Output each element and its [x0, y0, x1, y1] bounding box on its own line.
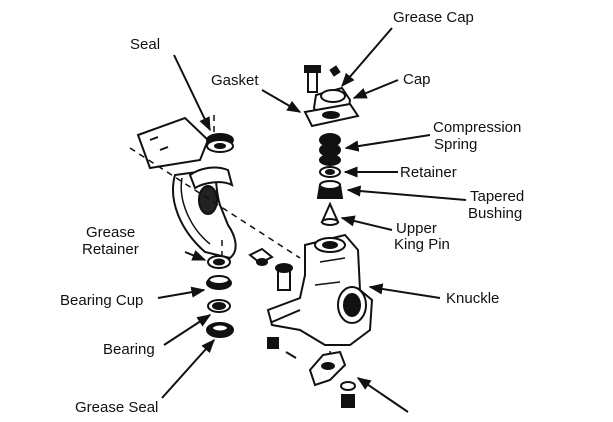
label-gasket: Gasket	[211, 72, 259, 89]
leader-arrows	[157, 27, 467, 413]
label-bearing: Bearing	[103, 341, 155, 358]
arrow-grease-cap	[341, 27, 393, 88]
arrow-bearing-cup	[157, 286, 206, 299]
knuckle-part	[266, 233, 374, 346]
arrow-gasket	[261, 89, 302, 113]
label-tapered-bushing-line2: Bushing	[468, 205, 523, 222]
label-seal: Seal	[130, 36, 161, 53]
upper-cap-stack	[303, 65, 360, 128]
arrow-compression-spring	[344, 134, 431, 152]
seal-part	[206, 133, 234, 153]
label-tapered-bushing-line1: Tapered	[470, 188, 525, 205]
label-upper-king-pin-line2: King Pin	[394, 236, 450, 253]
arrow-seal	[173, 54, 211, 132]
label-cap: Cap	[403, 71, 431, 88]
arrow-grease-seal	[161, 338, 215, 399]
label-grease-retainer-line2: Retainer	[82, 241, 139, 258]
label-compression-spring-line2: Spring	[434, 136, 478, 153]
label-grease-seal: Grease Seal	[75, 399, 159, 416]
arrow-bottom-bolt	[356, 377, 409, 413]
label-retainer: Retainer	[400, 164, 457, 181]
arrow-bearing	[163, 314, 212, 346]
arrow-knuckle	[368, 283, 441, 299]
label-upper-king-pin-line1: Upper	[396, 220, 437, 237]
label-compression-spring-line1: Compression	[433, 119, 522, 136]
label-knuckle: Knuckle	[446, 290, 500, 307]
arrow-upper-king-pin	[340, 215, 393, 231]
label-bearing-cup: Bearing Cup	[60, 292, 144, 309]
label-grease-cap: Grease Cap	[393, 9, 474, 26]
arrow-tapered-bushing	[346, 185, 467, 201]
arrow-cap	[352, 79, 399, 99]
small-hardware	[248, 247, 356, 408]
axle-arm-part	[136, 116, 237, 260]
lower-bearing-stack	[206, 255, 234, 338]
arrow-grease-retainer	[184, 250, 207, 261]
label-grease-retainer-line1: Grease	[86, 224, 136, 241]
king-pin-stack	[316, 133, 344, 226]
